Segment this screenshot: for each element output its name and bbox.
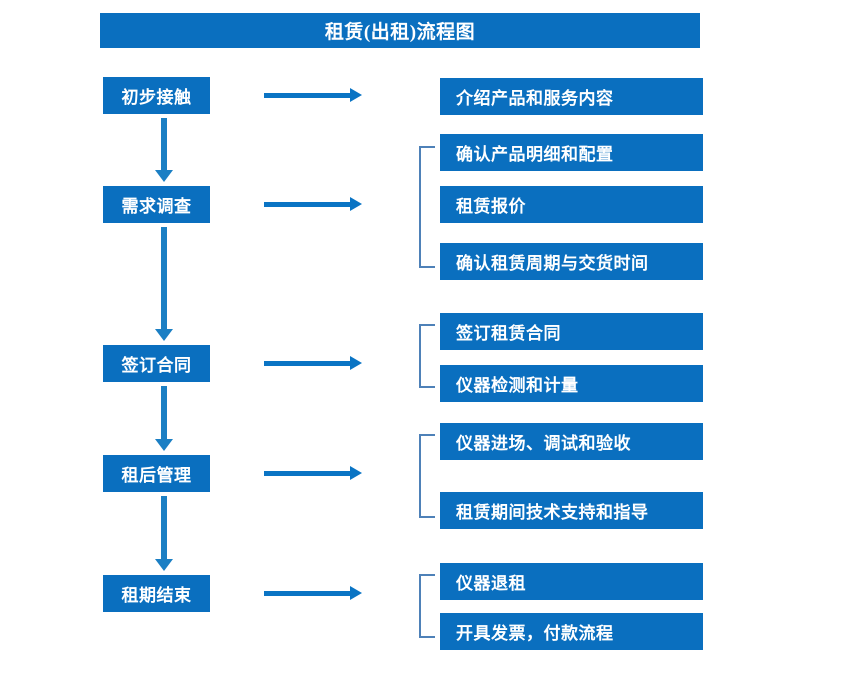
stage-arrow-1 <box>264 88 362 102</box>
stage-arrow-3 <box>264 356 362 370</box>
stage-arrow-4 <box>264 466 362 480</box>
arrow-head <box>350 586 362 600</box>
arrow-head <box>155 439 173 451</box>
arrow-head <box>155 170 173 182</box>
arrow-head <box>155 329 173 341</box>
detail-box-9[interactable]: 仪器退租 <box>440 563 703 600</box>
detail-box-8[interactable]: 租赁期间技术支持和指导 <box>440 492 703 529</box>
arrow-shaft <box>161 386 167 439</box>
arrow-shaft <box>264 202 352 207</box>
detail-box-2[interactable]: 确认产品明细和配置 <box>440 134 703 171</box>
connector-arrow-3 <box>155 386 173 451</box>
detail-box-5[interactable]: 签订租赁合同 <box>440 313 703 350</box>
arrow-shaft <box>264 471 352 476</box>
arrow-shaft <box>264 591 352 596</box>
arrow-shaft <box>264 361 352 366</box>
group-bracket-4 <box>419 574 435 638</box>
detail-box-4[interactable]: 确认租赁周期与交货时间 <box>440 243 703 280</box>
group-bracket-2 <box>419 324 435 388</box>
stage-arrow-5 <box>264 586 362 600</box>
stage-box-1[interactable]: 初步接触 <box>103 77 210 114</box>
stage-box-2[interactable]: 需求调查 <box>103 186 210 223</box>
stage-box-3[interactable]: 签订合同 <box>103 345 210 382</box>
arrow-shaft <box>161 118 167 170</box>
stage-arrow-2 <box>264 197 362 211</box>
detail-box-3[interactable]: 租赁报价 <box>440 186 703 223</box>
group-bracket-3 <box>419 434 435 518</box>
arrow-shaft <box>264 93 352 98</box>
arrow-shaft <box>161 227 167 329</box>
detail-box-7[interactable]: 仪器进场、调试和验收 <box>440 423 703 460</box>
arrow-head <box>350 466 362 480</box>
stage-box-5[interactable]: 租期结束 <box>103 575 210 612</box>
connector-arrow-1 <box>155 118 173 182</box>
group-bracket-1 <box>419 146 435 268</box>
page-title: 租赁(出租)流程图 <box>100 13 700 48</box>
arrow-head <box>350 356 362 370</box>
detail-box-10[interactable]: 开具发票，付款流程 <box>440 613 703 650</box>
arrow-head <box>350 88 362 102</box>
arrow-head <box>155 559 173 571</box>
connector-arrow-4 <box>155 496 173 571</box>
arrow-shaft <box>161 496 167 559</box>
connector-arrow-2 <box>155 227 173 341</box>
arrow-head <box>350 197 362 211</box>
stage-box-4[interactable]: 租后管理 <box>103 455 210 492</box>
detail-box-1[interactable]: 介绍产品和服务内容 <box>440 78 703 115</box>
detail-box-6[interactable]: 仪器检测和计量 <box>440 365 703 402</box>
